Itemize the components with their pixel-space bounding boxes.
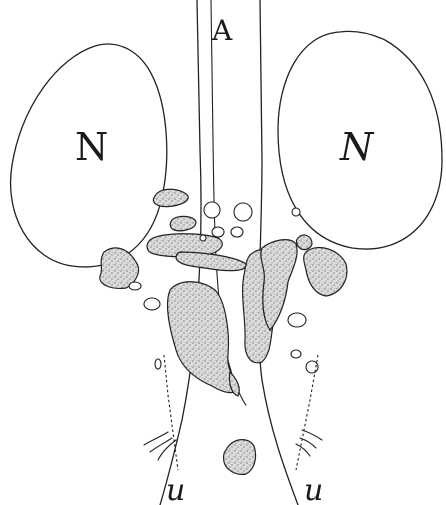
u-right-label: u: [304, 473, 323, 505]
nucleus-left-label: N: [75, 125, 108, 169]
nucleus-right-label: N: [339, 125, 375, 169]
axis-label: A: [211, 14, 233, 47]
u-left-label: u: [166, 473, 185, 505]
